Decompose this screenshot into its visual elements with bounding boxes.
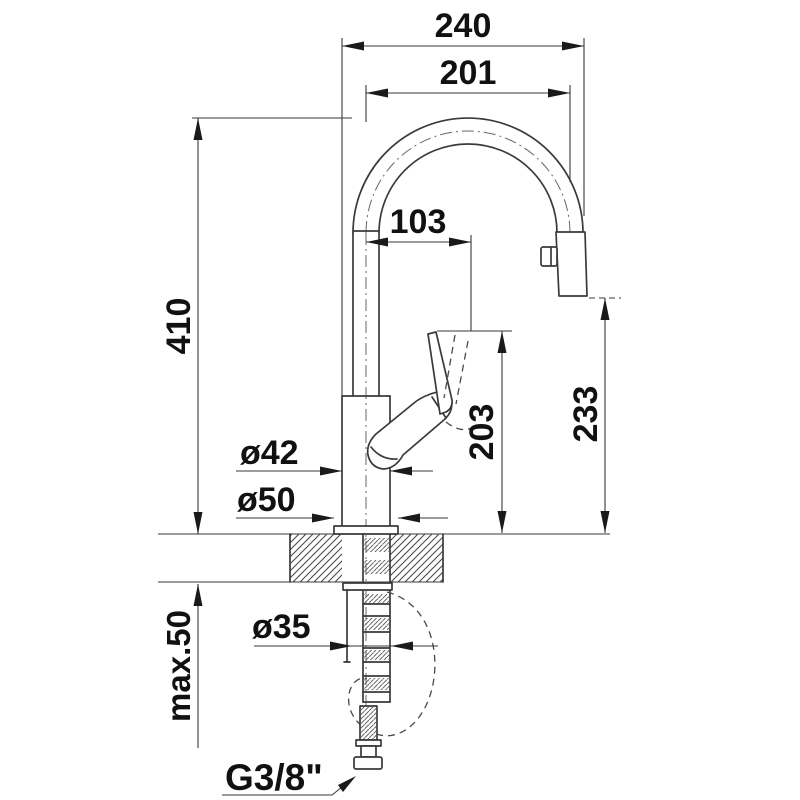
dim-label-d50: ø50 bbox=[237, 481, 296, 519]
arrowhead-right bbox=[548, 88, 570, 98]
label-connection-thread: G3/8" bbox=[222, 757, 356, 798]
shank-thread-1 bbox=[364, 538, 389, 552]
hose-loop-dashed bbox=[347, 591, 436, 737]
handle-lever-blade bbox=[427, 331, 453, 415]
shank-thread-6 bbox=[364, 678, 389, 690]
arrowhead-right bbox=[398, 513, 420, 523]
faucet-handle bbox=[366, 331, 475, 470]
dim-counter-thickness: max.50 bbox=[160, 584, 203, 748]
arrowhead-left bbox=[320, 466, 342, 476]
dim-body-diameter: ø42 bbox=[236, 434, 433, 476]
shank-thread-2 bbox=[364, 560, 389, 574]
dim-label-g38: G3/8" bbox=[225, 757, 323, 798]
dim-label-410: 410 bbox=[160, 298, 198, 355]
dim-label-d42: ø42 bbox=[240, 434, 299, 472]
arrowhead-left bbox=[366, 88, 388, 98]
handle-grip-contour bbox=[370, 446, 398, 460]
dim-spray-clearance: 233 bbox=[567, 297, 621, 533]
dim-overall-depth: 240 bbox=[341, 7, 585, 396]
arrowhead-left bbox=[330, 641, 352, 651]
fitting-neck bbox=[360, 745, 377, 758]
dim-label-201: 201 bbox=[440, 54, 497, 92]
handle-alt-position-line-2 bbox=[455, 340, 469, 405]
countertop bbox=[158, 533, 610, 583]
base-flange bbox=[333, 525, 399, 535]
fitting-nut bbox=[353, 756, 383, 770]
dim-spout-offset: 103 bbox=[366, 203, 472, 331]
spray-head-body bbox=[555, 231, 588, 297]
arrowhead-top bbox=[497, 331, 507, 353]
spray-toggle-button bbox=[540, 246, 558, 267]
hose-end-fitting bbox=[353, 705, 383, 770]
shank-thread-3 bbox=[364, 594, 389, 604]
shank-thread-5 bbox=[364, 650, 389, 660]
arrowhead-right bbox=[562, 41, 584, 51]
dim-handle-height: 203 bbox=[437, 330, 512, 533]
dim-label-203: 203 bbox=[463, 404, 501, 461]
counter-hatch-right bbox=[390, 534, 443, 582]
dim-spout-reach: 201 bbox=[365, 54, 571, 182]
dim-label-max50: max.50 bbox=[160, 610, 197, 722]
fitting-collar bbox=[355, 739, 382, 747]
dim-label-233: 233 bbox=[567, 386, 605, 443]
arrowhead-top bbox=[600, 298, 610, 320]
arrowhead-left bbox=[342, 41, 364, 51]
arrowhead-bottom bbox=[600, 511, 610, 533]
mounting-shank bbox=[342, 533, 393, 703]
arrowhead-up bbox=[193, 584, 203, 606]
handle-motion-dashed bbox=[443, 334, 475, 431]
spray-head bbox=[540, 231, 588, 297]
shank-thread-4 bbox=[364, 618, 389, 630]
arrowhead-right bbox=[390, 466, 412, 476]
dim-base-diameter: ø50 bbox=[236, 481, 448, 523]
arrowhead-right bbox=[449, 237, 471, 247]
dim-label-d35: ø35 bbox=[252, 608, 311, 646]
dim-mounting-hole-diameter: ø35 bbox=[252, 608, 438, 651]
dim-height-above-counter: 410 bbox=[160, 117, 352, 534]
arrowhead-right bbox=[391, 641, 413, 651]
arrowhead-bottom bbox=[497, 511, 507, 533]
dim-label-240: 240 bbox=[435, 7, 492, 45]
arrowhead-left bbox=[312, 513, 334, 523]
arrowhead-left bbox=[366, 237, 388, 247]
fitting-thread bbox=[361, 707, 376, 739]
spout-inner-arc bbox=[378, 143, 558, 234]
spout-outer-arc bbox=[352, 117, 584, 234]
arrowhead-top bbox=[193, 118, 203, 140]
arrowhead-bottom bbox=[193, 512, 203, 534]
handle-swing-arc bbox=[445, 421, 475, 431]
supply-hose bbox=[347, 591, 436, 770]
mounting-washer bbox=[342, 582, 393, 591]
spout-centerline-arc bbox=[365, 130, 571, 234]
dim-label-103: 103 bbox=[390, 203, 447, 241]
handle-alt-position-line-1 bbox=[443, 334, 456, 399]
leader-arrowhead bbox=[338, 776, 356, 792]
counter-hatch-left bbox=[290, 534, 342, 582]
